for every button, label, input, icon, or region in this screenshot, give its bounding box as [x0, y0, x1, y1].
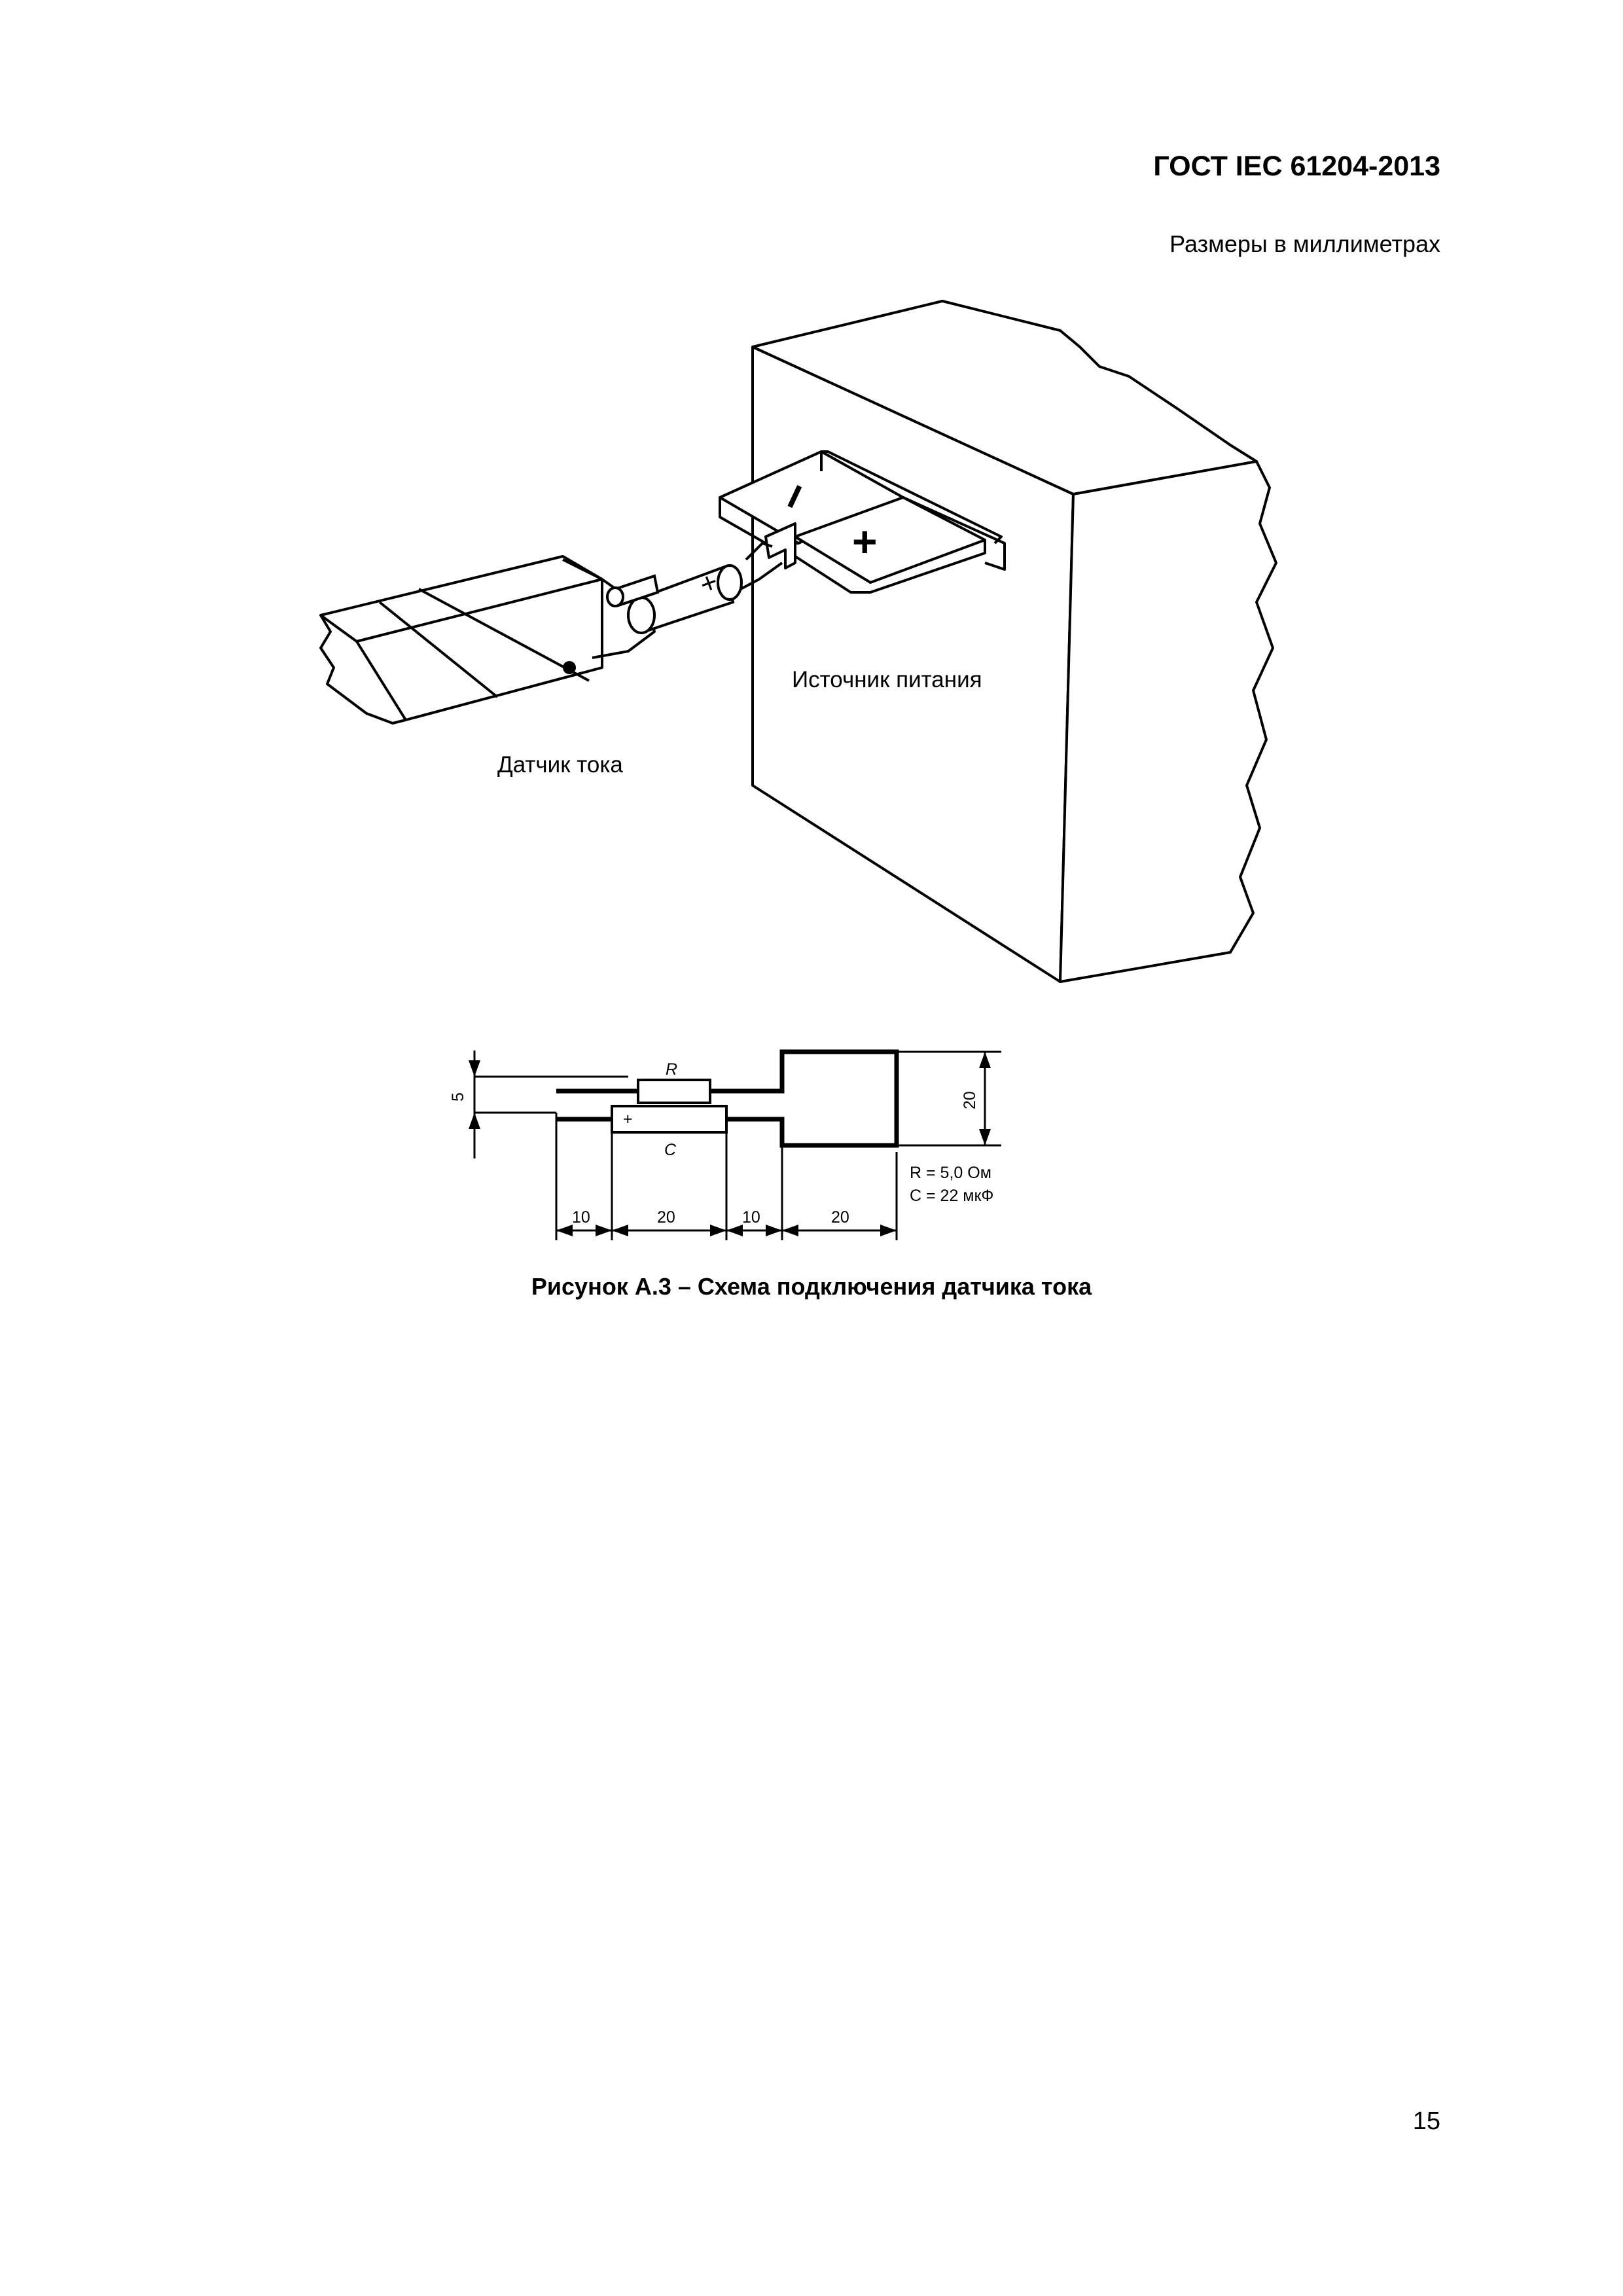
capacitor-label: C: [664, 1141, 677, 1159]
capacitor-plus: +: [623, 1110, 633, 1128]
param-r: R = 5,0 Ом: [910, 1164, 991, 1182]
figure-caption: Рисунок А.3 – Схема подключения датчика …: [531, 1273, 1092, 1300]
solder-point: [563, 661, 576, 674]
dim-bottom-2: 20: [657, 1208, 675, 1227]
resistor-label: R: [666, 1060, 677, 1079]
resistor: [637, 1079, 711, 1104]
param-c: C = 22 мкФ: [910, 1187, 993, 1205]
page-number: 15: [1412, 2108, 1440, 2135]
dim-bottom-4: 20: [831, 1208, 849, 1227]
dim-bottom-1: 10: [572, 1208, 590, 1227]
dim-height-large: 20: [961, 1091, 979, 1109]
current-sensor-label: Датчик тока: [497, 752, 623, 778]
power-source-label: Источник питания: [792, 667, 982, 692]
terminal-plus-mark: +: [852, 517, 878, 565]
power-source-side: [1059, 460, 1277, 983]
document-code: ГОСТ IEC 61204-2013: [1153, 151, 1440, 182]
top-conductor: [556, 1049, 899, 1148]
units-note: Размеры в миллиметрах: [1169, 230, 1440, 257]
dim-height-small: 5: [449, 1092, 467, 1102]
dim-bottom-3: 10: [742, 1208, 760, 1227]
capacitor: [611, 1105, 728, 1134]
